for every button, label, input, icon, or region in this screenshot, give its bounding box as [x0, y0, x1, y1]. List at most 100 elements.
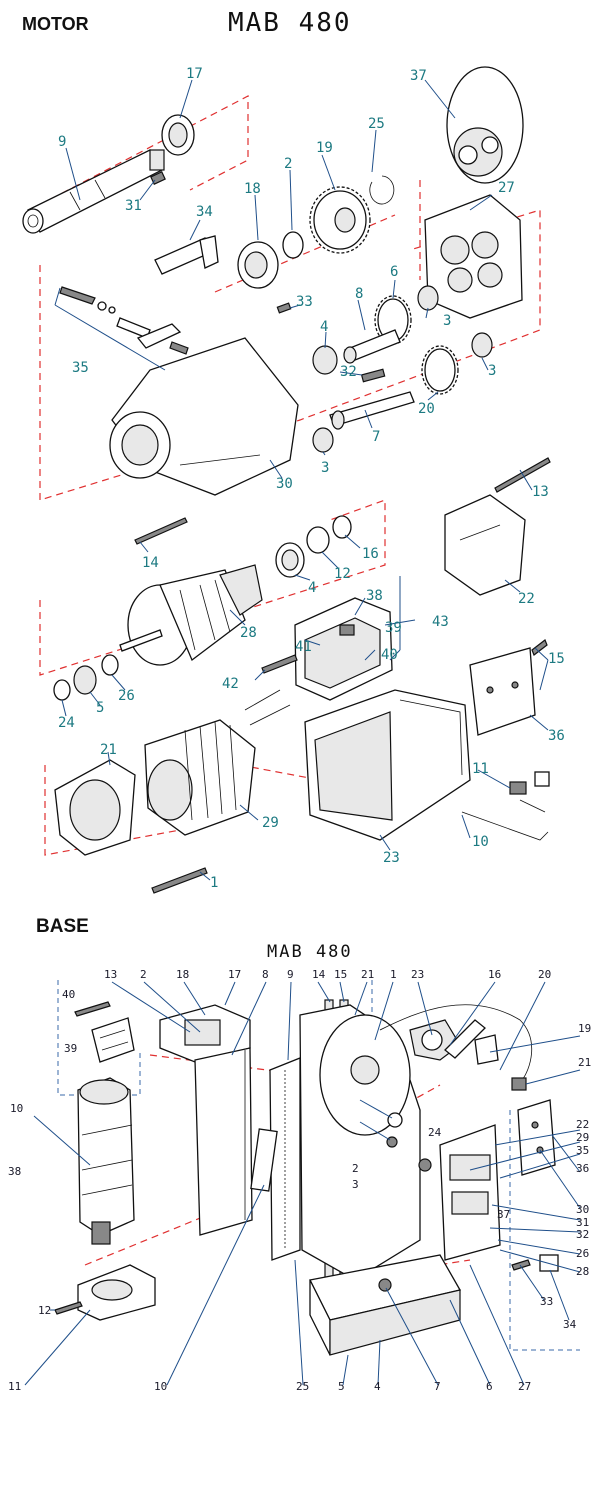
base-callout-24: 24 — [428, 1126, 442, 1139]
callout-3-a: 3 — [443, 313, 451, 329]
callout-14: 14 — [142, 555, 159, 571]
callout-33: 33 — [296, 294, 313, 310]
part-16-washer — [332, 515, 352, 539]
base-callout-17: 17 — [228, 968, 241, 981]
motor-diagram: 17 37 9 25 2 19 18 27 31 34 6 8 33 3 4 3… — [22, 66, 565, 894]
part-24-screw — [418, 1158, 432, 1172]
base-callout-16: 16 — [488, 968, 501, 981]
part-2-washer — [387, 1112, 403, 1128]
callout-12: 12 — [334, 566, 351, 582]
motor-title: MAB 480 — [228, 8, 352, 38]
part-7-pin — [378, 1278, 392, 1292]
callout-8: 8 — [355, 286, 363, 302]
part-38-switch-box — [294, 597, 393, 701]
callout-40: 40 — [381, 647, 398, 663]
part-20-cable-sleeve — [379, 1004, 533, 1081]
part-32-key — [360, 368, 386, 383]
base-callout-31: 31 — [576, 1216, 589, 1229]
base-diagram: 13 2 18 17 8 9 14 15 21 1 23 16 20 40 19… — [8, 968, 591, 1393]
callout-17: 17 — [186, 66, 203, 82]
callout-4-a: 4 — [320, 319, 328, 335]
callout-11: 11 — [472, 761, 489, 777]
callout-4-b: 4 — [308, 580, 316, 596]
part-12-ring — [306, 526, 330, 554]
base-callout-1: 1 — [390, 968, 397, 981]
callout-38: 38 — [366, 588, 383, 604]
callout-35: 35 — [72, 360, 89, 376]
part-10-gib — [250, 1128, 278, 1192]
part-19-gear — [309, 186, 371, 254]
base-callout-23: 23 — [411, 968, 424, 981]
callout-5: 5 — [96, 700, 104, 716]
callout-7: 7 — [372, 429, 380, 445]
callout-10: 10 — [472, 834, 489, 850]
base-callout-39: 39 — [64, 1042, 77, 1055]
base-callout-10-bottom: 10 — [154, 1380, 167, 1393]
base-title: MAB 480 — [267, 942, 353, 962]
part-3-bearing-a — [417, 285, 439, 311]
callout-15: 15 — [548, 651, 565, 667]
base-callout-10-left: 10 — [10, 1102, 23, 1115]
part-7-output-shaft — [329, 391, 415, 430]
part-25-circlip — [369, 175, 395, 205]
part-33-screw — [511, 1259, 531, 1271]
base-callout-36: 36 — [576, 1162, 589, 1175]
part-11-brush-holder — [509, 771, 550, 813]
part-8-pinion-shaft — [343, 329, 401, 364]
callout-27: 27 — [498, 180, 515, 196]
part-42-screw — [261, 654, 298, 674]
part-19-plug — [474, 1034, 499, 1065]
part-14-screw — [134, 517, 188, 545]
part-38-drill-motor — [77, 1077, 135, 1245]
part-35-lock-assembly — [59, 286, 189, 355]
base-callout-22: 22 — [576, 1118, 589, 1131]
part-28-armature — [119, 564, 263, 666]
base-callout-35: 35 — [576, 1144, 589, 1157]
part-30-motor-housing — [109, 337, 299, 496]
base-callout-25: 25 — [296, 1380, 309, 1393]
callout-23: 23 — [383, 850, 400, 866]
base-callout-7: 7 — [434, 1380, 441, 1393]
part-22-end-cap — [444, 494, 526, 596]
part-11-clamp-collar — [77, 1264, 156, 1321]
callout-20: 20 — [418, 401, 435, 417]
part-21-cable-clamp — [511, 1077, 527, 1091]
base-callout-21-right: 21 — [578, 1056, 591, 1069]
base-callout-11: 11 — [8, 1380, 21, 1393]
base-callout-15: 15 — [334, 968, 347, 981]
part-18-bearing — [237, 241, 279, 289]
callout-6: 6 — [390, 264, 398, 280]
base-callout-29: 29 — [576, 1131, 589, 1144]
base-callout-26: 26 — [576, 1247, 589, 1260]
motor-leader-lines — [54, 79, 549, 881]
base-callout-2-mid: 2 — [352, 1162, 359, 1175]
part-29-field-coil — [144, 689, 291, 836]
base-callout-4: 4 — [374, 1380, 381, 1393]
base-callout-37: 37 — [497, 1208, 510, 1221]
callout-24: 24 — [58, 715, 75, 731]
callout-25: 25 — [368, 116, 385, 132]
base-callout-27: 27 — [518, 1380, 531, 1393]
base-callouts: 13 2 18 17 8 9 14 15 21 1 23 16 20 40 19… — [8, 968, 591, 1393]
base-callout-6: 6 — [486, 1380, 493, 1393]
callout-30: 30 — [276, 476, 293, 492]
callout-18: 18 — [244, 181, 261, 197]
base-callout-30: 30 — [576, 1203, 589, 1216]
callout-37: 37 — [410, 68, 427, 84]
part-6-gear — [374, 295, 412, 345]
part-34-bracket — [154, 235, 219, 275]
part-17-bearing — [161, 114, 195, 156]
part-2-washer — [282, 231, 304, 259]
callout-21: 21 — [100, 742, 117, 758]
base-callout-13: 13 — [104, 968, 117, 981]
base-leader-lines — [24, 981, 581, 1386]
base-callout-33: 33 — [540, 1295, 553, 1308]
part-1-screw — [151, 867, 208, 894]
callout-22: 22 — [518, 591, 535, 607]
callout-36: 36 — [548, 728, 565, 744]
motor-section-label: MOTOR — [22, 14, 89, 34]
part-9-spindle-shaft — [22, 149, 165, 234]
part-4-bearing-a — [312, 345, 338, 375]
callout-3-c: 3 — [321, 460, 329, 476]
part-10-brush-lead — [461, 811, 549, 841]
